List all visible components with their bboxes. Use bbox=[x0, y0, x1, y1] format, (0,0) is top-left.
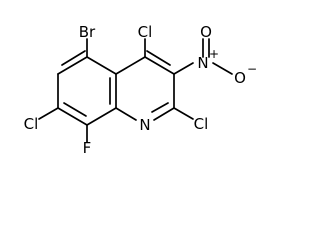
bromine-label: Br bbox=[79, 23, 96, 41]
bond-c7-cl bbox=[38, 107, 59, 120]
bond-c4-c3 bbox=[144, 56, 175, 75]
chlorine-4-label: Cl bbox=[138, 23, 153, 41]
bond-n-o-right bbox=[212, 62, 233, 75]
bond-c5-c6 bbox=[57, 56, 88, 75]
nitro-oxygen-charge: − bbox=[247, 62, 257, 76]
bond-c8-c8a bbox=[86, 107, 117, 126]
bond-lines bbox=[38, 38, 233, 143]
bond-c2-cl bbox=[173, 107, 194, 120]
nitro-oxygen-right-label: O bbox=[234, 69, 246, 87]
chlorine-2-label: Cl bbox=[194, 115, 209, 133]
bond-c7-c8 bbox=[57, 107, 88, 126]
nitro-nitrogen-label: N bbox=[197, 54, 208, 72]
ring-nitrogen-label: N bbox=[139, 116, 150, 134]
nitro-nitrogen-charge: + bbox=[209, 47, 219, 61]
atom-labels: Br Cl Cl F N Cl N + O O − bbox=[24, 23, 257, 157]
bond-c4-c3-inner bbox=[146, 50, 171, 66]
chemical-structure: Br Cl Cl F N Cl N + O O − bbox=[24, 23, 257, 157]
bond-c3-no2 bbox=[173, 62, 194, 75]
bond-n1-c8a bbox=[115, 107, 137, 121]
bond-c5-c6-inner bbox=[61, 50, 86, 66]
nitro-oxygen-top-label: O bbox=[200, 23, 212, 41]
fluorine-label: F bbox=[83, 139, 92, 157]
bond-c4a-c5 bbox=[86, 56, 117, 75]
bond-c2-n1 bbox=[153, 107, 175, 121]
bond-c7-c8-inner bbox=[63, 102, 87, 117]
bond-c2-n1-inner bbox=[151, 102, 169, 113]
bond-c4a-c4 bbox=[115, 56, 146, 75]
chlorine-7-label: Cl bbox=[24, 115, 39, 133]
